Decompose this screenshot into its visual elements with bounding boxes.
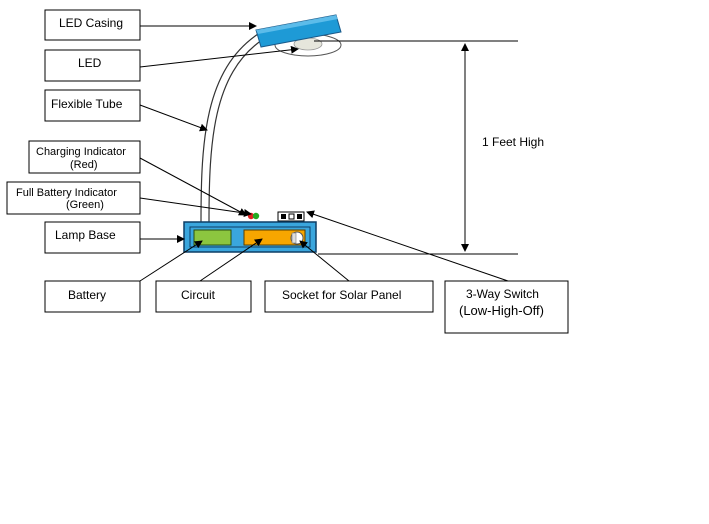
- battery-label: Battery: [68, 288, 106, 302]
- socket-label: Socket for Solar Panel: [282, 288, 401, 302]
- led-casing-label-box: [44, 9, 141, 41]
- three-way-switch: [277, 211, 305, 222]
- led-casing-label: LED Casing: [59, 16, 123, 30]
- full-battery-indicator-leader: [139, 197, 252, 217]
- socket-leader: [299, 240, 350, 282]
- circuit-label: Circuit: [181, 288, 216, 302]
- battery-leader: [139, 240, 203, 282]
- full-battery-indicator-label: Full Battery Indicator: [16, 187, 117, 199]
- led-label-box: [44, 49, 141, 82]
- battery-label-box: [44, 280, 141, 313]
- switch-modes-label: (Low-High-Off): [459, 303, 544, 318]
- charging-indicator-leader: [139, 157, 247, 216]
- led-casing: [255, 14, 342, 48]
- led-leader: [139, 45, 299, 68]
- switch-label-box: [444, 280, 569, 334]
- circuit-leader: [199, 238, 263, 282]
- height-label: 1 Feet High: [482, 135, 544, 149]
- flexible-tube: [200, 33, 263, 223]
- charging-indicator-color-label: (Red): [70, 159, 98, 171]
- flexible-tube-label-box: [44, 89, 141, 122]
- lamp-base-label: Lamp Base: [55, 228, 116, 242]
- flexible-tube-label: Flexible Tube: [51, 97, 123, 111]
- battery-block: [193, 229, 232, 246]
- full-battery-indicator-label-box: [6, 181, 141, 215]
- led-label: LED: [78, 56, 102, 70]
- circuit-label-box: [155, 280, 252, 313]
- charging-indicator-label: Charging Indicator: [36, 146, 126, 158]
- full-battery-indicator-led: [252, 212, 260, 220]
- socket-label-box: [264, 280, 434, 313]
- charging-indicator-label-box: [28, 140, 141, 174]
- switch-label: 3-Way Switch: [466, 287, 539, 301]
- switch-leader: [306, 210, 509, 282]
- lamp-base-label-box: [44, 221, 141, 254]
- flexible-tube-leader: [139, 104, 208, 132]
- full-battery-indicator-color-label: (Green): [66, 199, 104, 211]
